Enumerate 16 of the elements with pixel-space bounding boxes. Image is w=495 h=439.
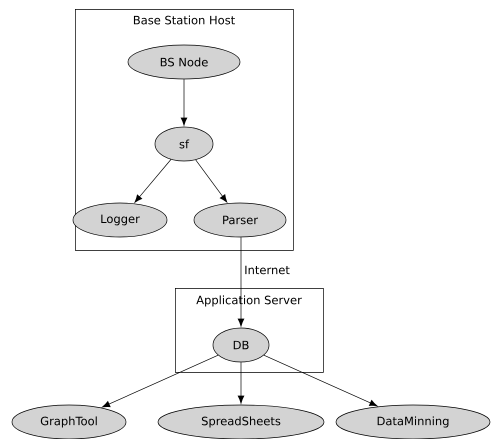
ellipse-node: DB [212,328,270,362]
arrow [238,237,244,327]
ellipse-node: sf [154,126,214,162]
arrow [134,159,172,203]
arrow [180,79,188,126]
ellipse-node: BS Node [128,44,240,80]
ellipse-node: Parser [194,202,286,238]
arrow [195,160,228,202]
ellipse-node: GraphTool [12,404,126,439]
edge-label: Internet [243,264,291,276]
arrow [264,354,378,406]
ellipse-node: Logger [72,202,168,238]
ellipse-node: SpreadSheets [158,404,324,439]
arrow [238,362,244,404]
ellipse-node: DataMinning [336,404,490,439]
arrow [102,354,218,408]
